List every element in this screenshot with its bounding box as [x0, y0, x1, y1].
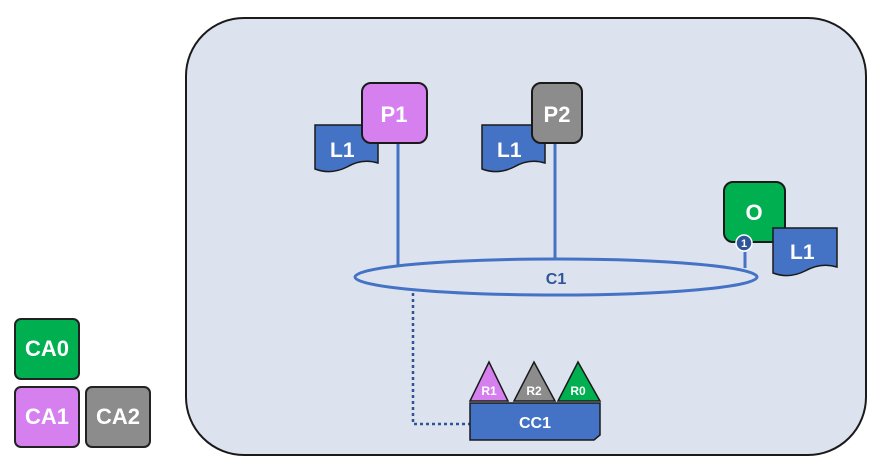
role-r0-label: R0 [570, 384, 586, 398]
peer-p2[interactable]: L1 P2 [481, 82, 583, 173]
ledger-doc-icon [481, 124, 546, 173]
orderer-badge-number: 1 [741, 238, 747, 250]
role-r1-triangle [468, 360, 510, 402]
peer-label: P1 [381, 102, 408, 127]
ledger-doc-icon [772, 227, 838, 277]
ledger-label: L1 [497, 139, 522, 162]
ca0-box[interactable]: CA0 [14, 318, 80, 380]
ca1-box[interactable]: CA1 [14, 386, 80, 448]
orderer-box [723, 181, 786, 243]
config-label: CC1 [519, 415, 551, 432]
ledger-label: L1 [330, 139, 355, 162]
peer-p1[interactable]: L1 P1 [314, 82, 428, 173]
peer-label: P2 [544, 102, 571, 127]
channel-label: C1 [546, 271, 567, 288]
role-r2-triangle [512, 360, 557, 402]
peer-box [531, 82, 583, 144]
channel-ring [353, 257, 759, 297]
config-dotted-link [411, 287, 470, 426]
orderer-label: O [745, 200, 762, 225]
config-doc-shape [469, 402, 601, 441]
role-r0-triangle [556, 360, 602, 402]
role-r2-label: R2 [526, 384, 542, 398]
ca1-label: CA1 [24, 404, 69, 429]
ca0-label: CA0 [24, 336, 69, 361]
orderer-o[interactable]: O L1 1 [723, 181, 838, 277]
channel-config[interactable]: R1 R2 R0 CC1 [468, 360, 602, 441]
ca2-box[interactable]: CA2 [85, 386, 151, 448]
ledger-label: L1 [790, 241, 815, 264]
ca2-label: CA2 [95, 404, 140, 429]
peer-box [361, 82, 428, 144]
orderer-badge [735, 234, 753, 252]
role-r1-label: R1 [481, 384, 497, 398]
